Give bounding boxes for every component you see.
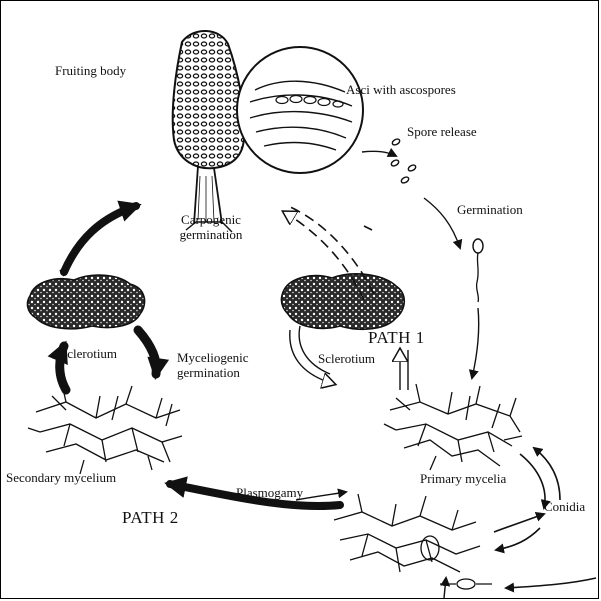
label-conidia: Conidia: [544, 499, 585, 514]
label-fruiting-body: Fruiting body: [55, 63, 126, 78]
lower-mycelia-illustration: [334, 494, 492, 589]
label-germination: Germination: [457, 202, 523, 217]
label-sclerotium-left: Sclerotium: [60, 346, 117, 361]
label-path-1: PATH 1: [368, 330, 425, 345]
label-asci: Asci with ascospores: [346, 82, 456, 97]
label-carpogenic-line1: Carpogenic: [166, 212, 256, 227]
label-primary-mycelia: Primary mycelia: [420, 471, 506, 486]
secondary-mycelium-illustration: [28, 384, 182, 474]
label-spore-release: Spore release: [407, 124, 477, 139]
sclerotium-center-illustration: [281, 274, 404, 329]
label-myceliogenic-germination: Myceliogenic germination: [177, 350, 248, 380]
label-carpogenic-line2: germination: [166, 227, 256, 242]
label-carpogenic-germination: Carpogenic germination: [166, 212, 256, 242]
spores-illustration: [390, 138, 416, 184]
label-myceliogenic-line1: Myceliogenic: [177, 350, 248, 365]
label-plasmogamy: Plasmogamy: [236, 485, 303, 500]
label-path-2: PATH 2: [122, 510, 179, 525]
label-sclerotium-center: Sclerotium: [318, 351, 375, 366]
label-secondary-mycelium: Secondary mycelium: [6, 470, 116, 485]
germinating-spore-illustration: [473, 239, 483, 302]
fruiting-body-illustration: [173, 31, 245, 232]
asci-circle-illustration: [237, 47, 363, 173]
primary-mycelia-illustration: [384, 384, 522, 470]
sclerotium-left-illustration: [28, 270, 145, 329]
label-myceliogenic-line2: germination: [177, 365, 248, 380]
